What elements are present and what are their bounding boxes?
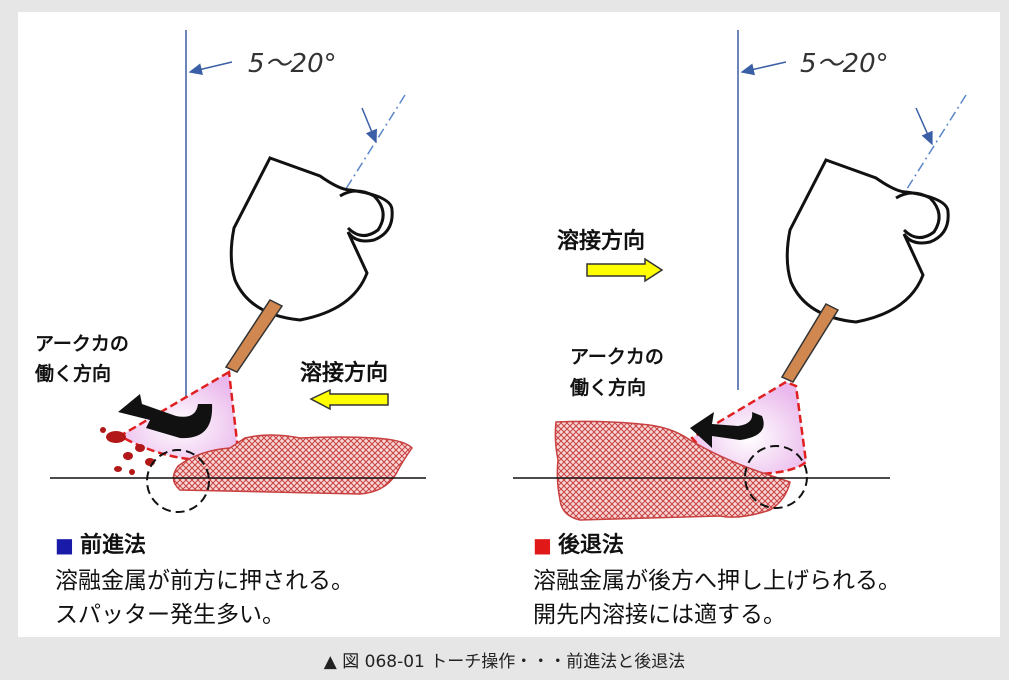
weld-direction-label: 溶接方向 <box>557 228 645 254</box>
weld-bead <box>172 434 413 495</box>
angle-arrow-left <box>740 61 787 76</box>
arc-force-label-line2: 働く方向 <box>569 376 646 399</box>
angle-label: 5～20° <box>800 49 889 79</box>
torch-diagram: 5～20° 溶接方向 ア <box>34 30 967 628</box>
arc-force-label-line1: アークカの <box>35 333 129 355</box>
weld-bead <box>554 420 791 521</box>
weld-direction-arrow <box>586 257 664 283</box>
left-forward-method: 5～20° 溶接方向 ア <box>34 30 426 628</box>
method-marker: ■ <box>55 533 74 557</box>
angle-arrow-left <box>188 61 233 76</box>
arc-force-arrow <box>118 394 213 439</box>
electrode <box>224 299 284 373</box>
method-desc-line1: 溶融金属が前方に押される。 <box>55 568 354 594</box>
electrode <box>780 303 840 383</box>
method-title: 前進法 <box>80 532 146 558</box>
angle-arrow-right <box>361 107 377 144</box>
figure-caption: ▲ 図 068-01 トーチ操作・・・前進法と後退法 <box>323 652 686 672</box>
angle-label: 5～20° <box>248 49 337 79</box>
weld-pool-circle <box>744 445 808 509</box>
spatter-drop <box>100 427 106 433</box>
method-title: 後退法 <box>558 532 624 558</box>
method-desc-line1: 溶融金属が後方へ押し上げられる。 <box>533 568 901 594</box>
method-marker: ■ <box>533 533 552 557</box>
spatter-drop <box>114 466 122 472</box>
torch-nozzle <box>785 158 950 324</box>
diagram-panel <box>18 12 1000 637</box>
spatter-drop <box>106 431 126 443</box>
method-desc-line2: スパッター発生多い。 <box>55 602 285 628</box>
weld-pool-circle <box>146 449 210 513</box>
angle-arrow-right <box>915 107 933 146</box>
method-desc-line2: 開先内溶接には適する。 <box>533 602 786 628</box>
torch-cable-loop <box>339 189 385 237</box>
spatter-drop <box>135 444 145 452</box>
torch-nozzle <box>229 156 394 322</box>
spatter-drop <box>129 469 135 475</box>
right-backhand-method: 5～20° 溶接方向 アークカの 働く方向 ■ 後退法 溶融金属が後方へ押し上げ… <box>513 30 967 628</box>
arc-force-label-line2: 働く方向 <box>34 362 111 385</box>
weld-direction-label: 溶接方向 <box>300 360 388 386</box>
arc-force-arrow <box>690 412 764 448</box>
torch-cable-loop <box>895 191 941 239</box>
spatter-drop <box>123 452 133 460</box>
arc-force-label-line1: アークカの <box>570 346 664 368</box>
weld-direction-arrow <box>309 388 389 411</box>
